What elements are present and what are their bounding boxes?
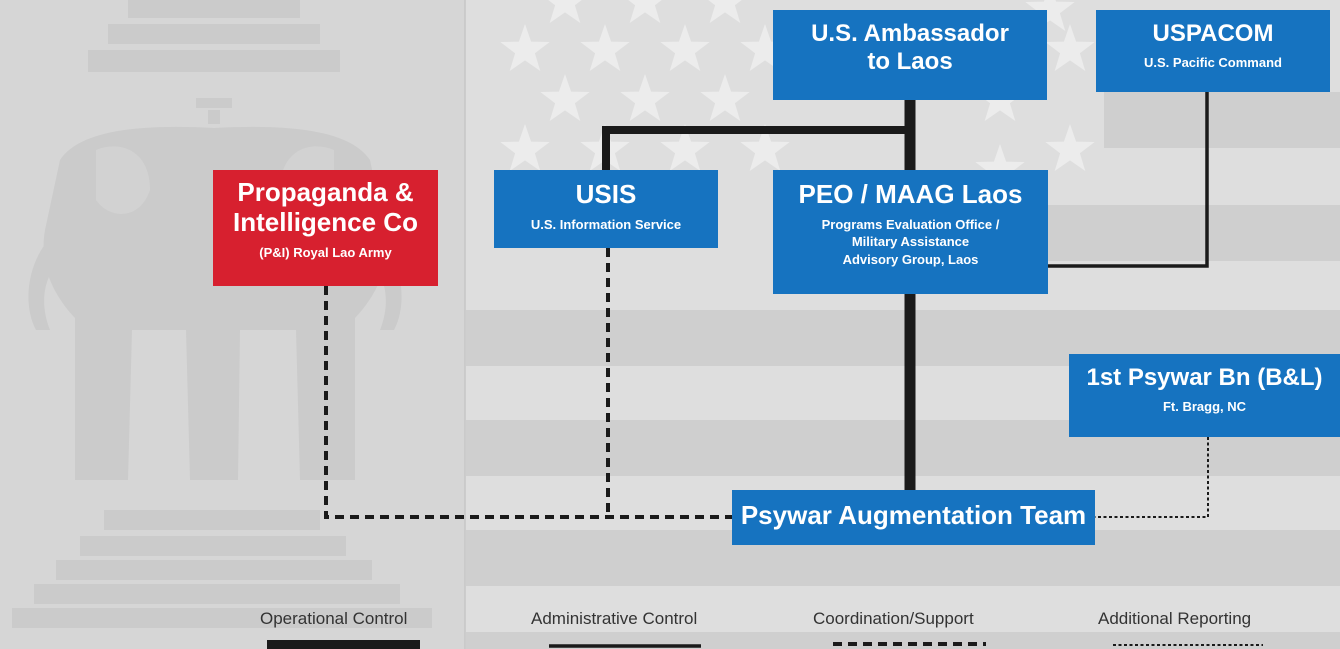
pi-title-line1: Propaganda & bbox=[237, 177, 414, 207]
node-us-ambassador: U.S. Ambassador to Laos bbox=[773, 10, 1047, 100]
pat-title: Psywar Augmentation Team bbox=[740, 500, 1087, 530]
ambassador-title-line2: to Laos bbox=[867, 47, 953, 75]
psywar-bn-subtitle: Ft. Bragg, NC bbox=[1162, 398, 1247, 414]
psywar-bn-title: 1st Psywar Bn (B&L) bbox=[1086, 364, 1323, 391]
peo-subtitle-line2: Military Assistance bbox=[851, 234, 970, 250]
admin-line-ambassador-usis bbox=[602, 126, 910, 170]
coord-line-pi-pat bbox=[324, 286, 732, 519]
legend-additional-label: Additional Reporting bbox=[1098, 609, 1252, 628]
pi-subtitle: (P&I) Royal Lao Army bbox=[259, 244, 392, 260]
node-usis: USIS U.S. Information Service bbox=[494, 170, 718, 248]
node-propaganda-intelligence: Propaganda & Intelligence Co (P&I) Royal… bbox=[213, 170, 438, 286]
peo-subtitle-line1: Programs Evaluation Office / bbox=[821, 216, 1000, 232]
legend-samples bbox=[267, 640, 1263, 649]
us-flag-background bbox=[466, 0, 1340, 649]
peo-subtitle-line3: Advisory Group, Laos bbox=[842, 251, 979, 267]
connectors bbox=[324, 92, 1209, 519]
node-psywar-augmentation-team: Psywar Augmentation Team bbox=[732, 490, 1095, 545]
node-uspacom: USPACOM U.S. Pacific Command bbox=[1096, 10, 1330, 92]
node-1st-psywar-bn: 1st Psywar Bn (B&L) Ft. Bragg, NC bbox=[1069, 354, 1340, 437]
legend-operational-label: Operational Control bbox=[260, 609, 408, 628]
uspacom-title: USPACOM bbox=[1152, 20, 1274, 47]
legend-operational-sample bbox=[267, 640, 420, 649]
usis-title: USIS bbox=[575, 179, 637, 209]
uspacom-subtitle: U.S. Pacific Command bbox=[1144, 54, 1282, 70]
peo-title: PEO / MAAG Laos bbox=[798, 179, 1023, 209]
ambassador-title-line1: U.S. Ambassador bbox=[811, 20, 1009, 47]
node-peo-maag: PEO / MAAG Laos Programs Evaluation Offi… bbox=[773, 170, 1048, 294]
legend-administrative-label: Administrative Control bbox=[531, 609, 698, 628]
legend-coordination-label: Coordination/Support bbox=[813, 609, 974, 628]
usis-subtitle: U.S. Information Service bbox=[530, 216, 682, 232]
reporting-line-bn-pat bbox=[1095, 437, 1209, 518]
admin-line-uspacom-peo bbox=[1048, 92, 1209, 268]
pi-title-line2: Intelligence Co bbox=[233, 206, 418, 237]
